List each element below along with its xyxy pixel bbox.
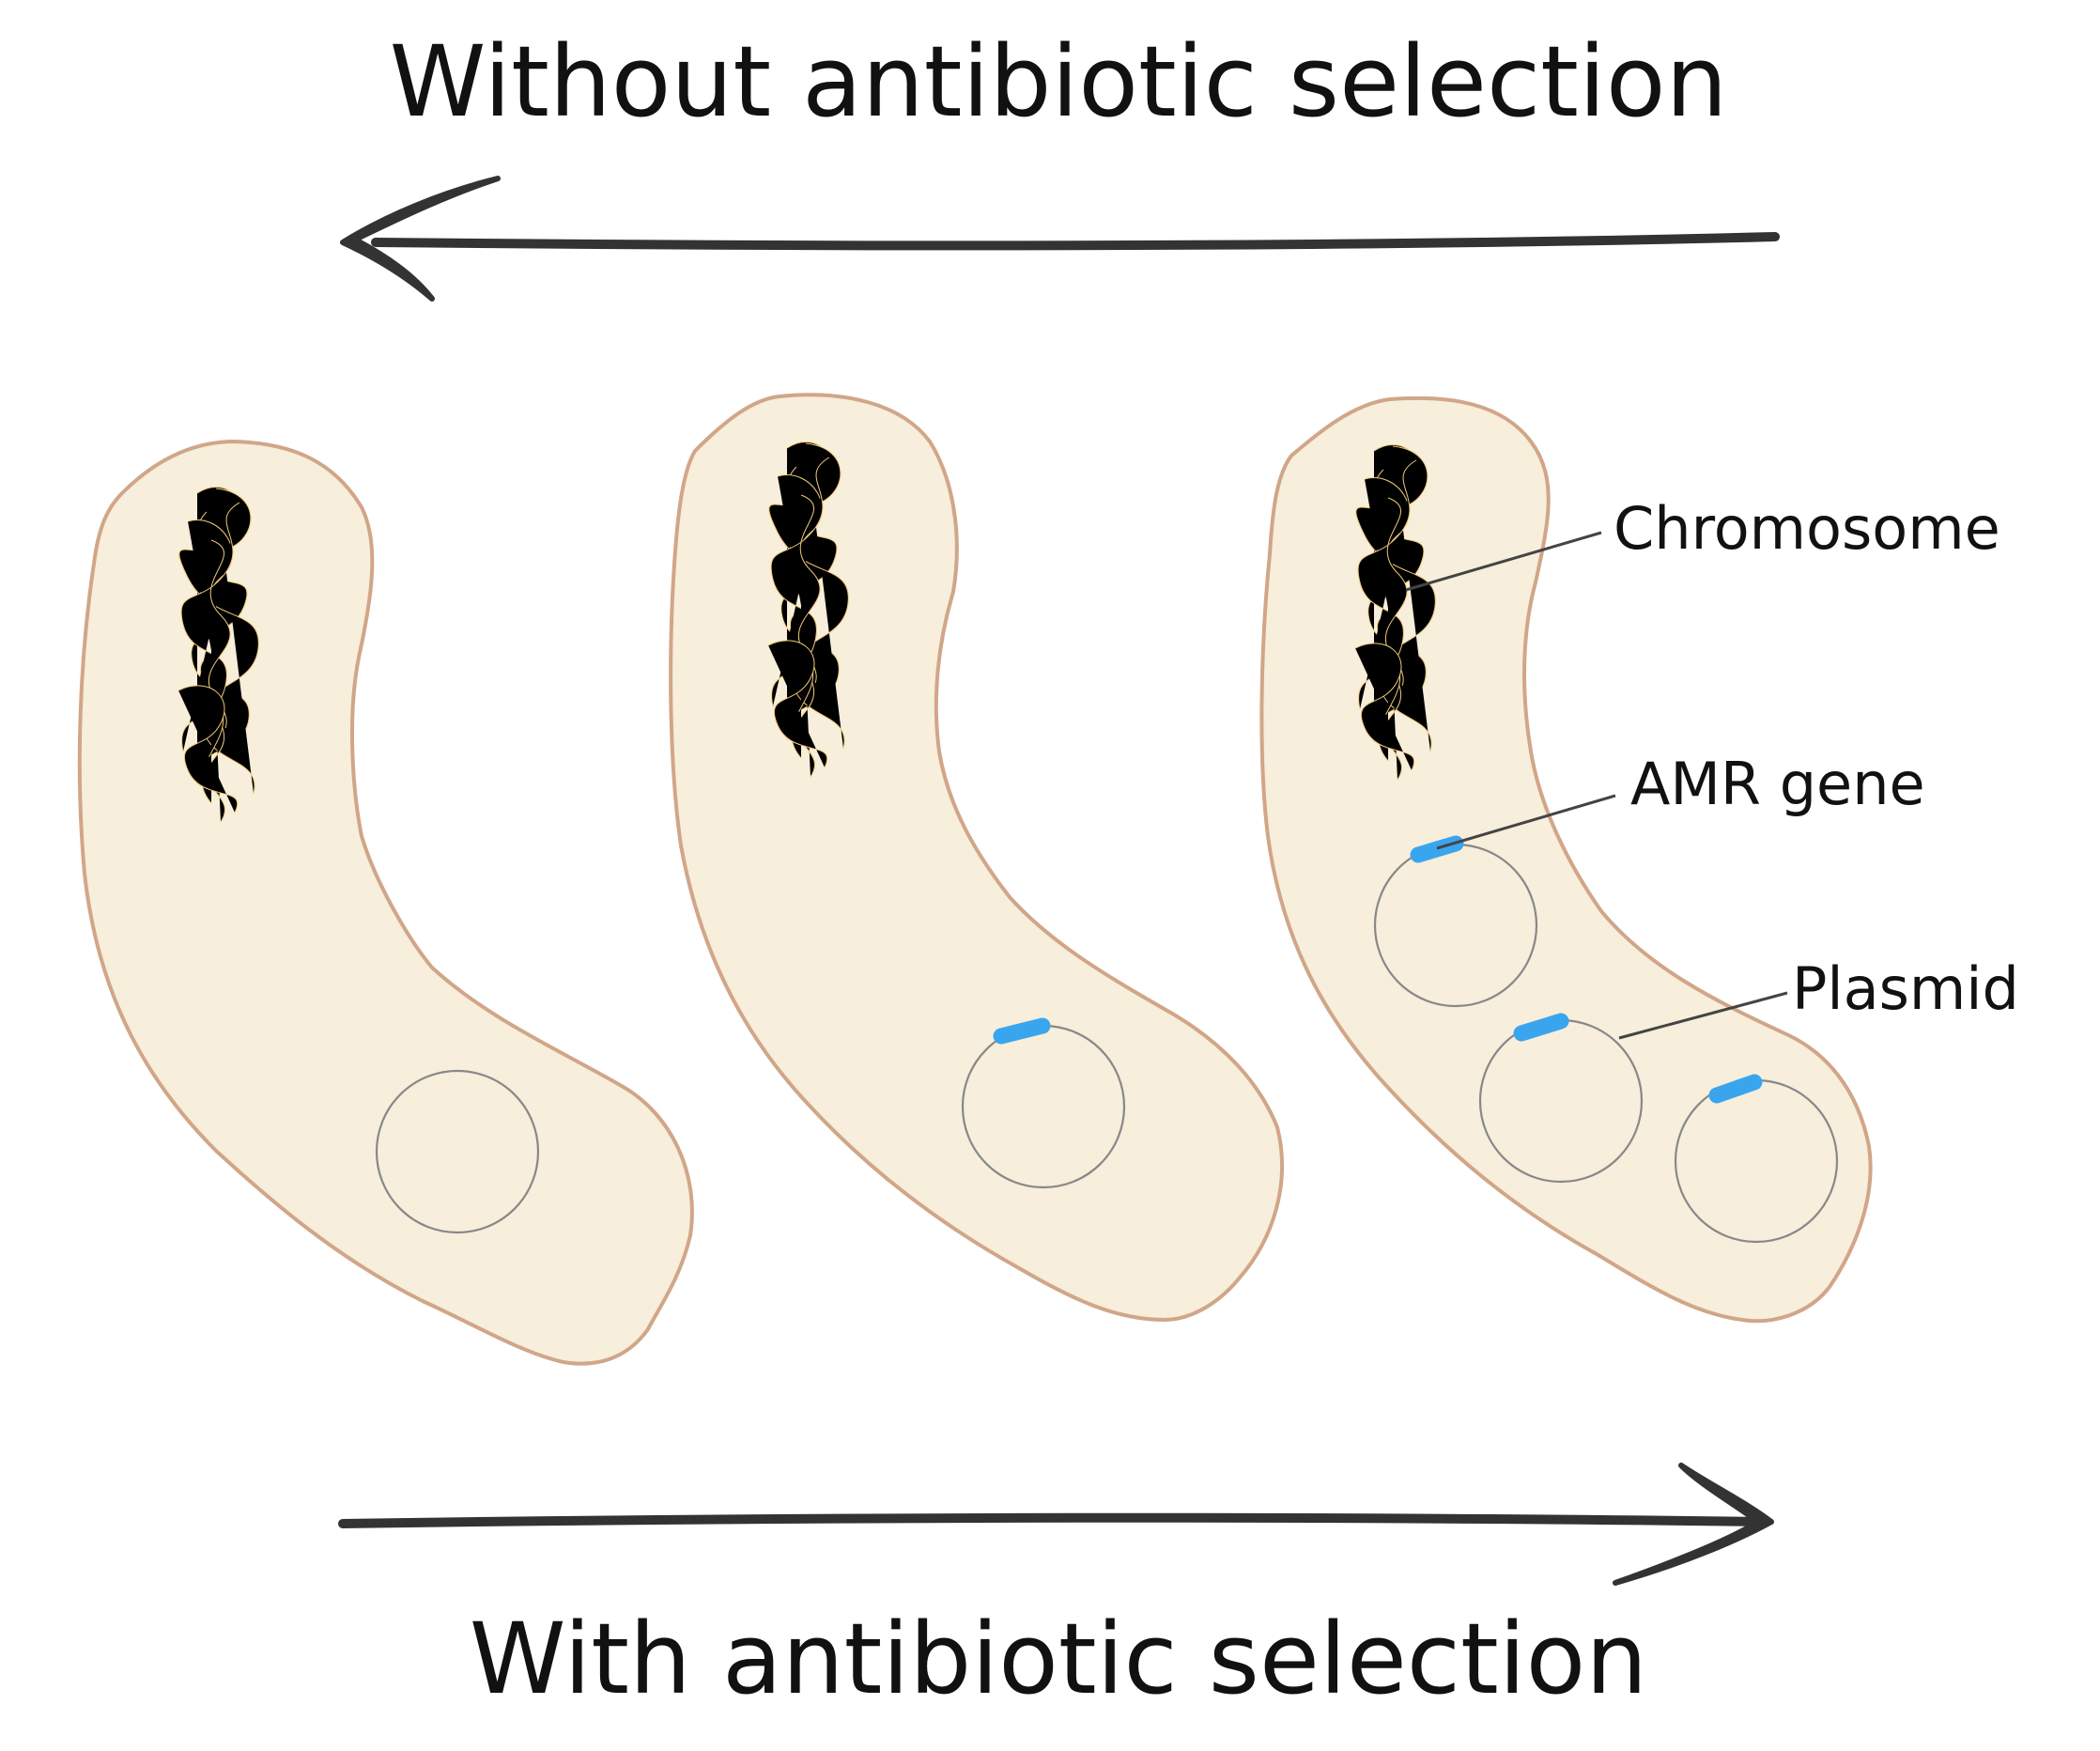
amr-gene-3c <box>1708 1074 1763 1104</box>
label-plasmid: Plasmid <box>1792 954 2019 1023</box>
title-without-selection: Without antibiotic selection <box>390 24 1728 139</box>
arrow-left <box>340 176 1780 302</box>
leader-plasmid <box>1618 991 1788 1040</box>
arrow-right-shaft <box>338 1512 1770 1528</box>
label-amr-gene: AMR gene <box>1630 750 1925 818</box>
cell-body-2 <box>669 393 1285 1322</box>
arrow-left-head <box>340 176 501 302</box>
arrow-right-head <box>1613 1463 1774 1586</box>
amr-gene-2 <box>993 1017 1051 1045</box>
bacterium-3 <box>1259 395 1873 1324</box>
leader-chromosome <box>1405 531 1602 592</box>
title-with-selection: With antibiotic selection <box>470 1602 1647 1716</box>
arrow-left-shaft <box>371 232 1780 251</box>
arrow-right <box>338 1463 1774 1586</box>
bacterium-1 <box>77 440 694 1366</box>
label-chromosome: Chromosome <box>1614 494 2000 563</box>
cell-body-1 <box>77 440 694 1366</box>
leader-amr-gene <box>1436 794 1616 850</box>
plasmid-1 <box>375 1069 540 1234</box>
bacterium-2 <box>669 393 1285 1322</box>
amr-gene-3b <box>1513 1013 1569 1042</box>
